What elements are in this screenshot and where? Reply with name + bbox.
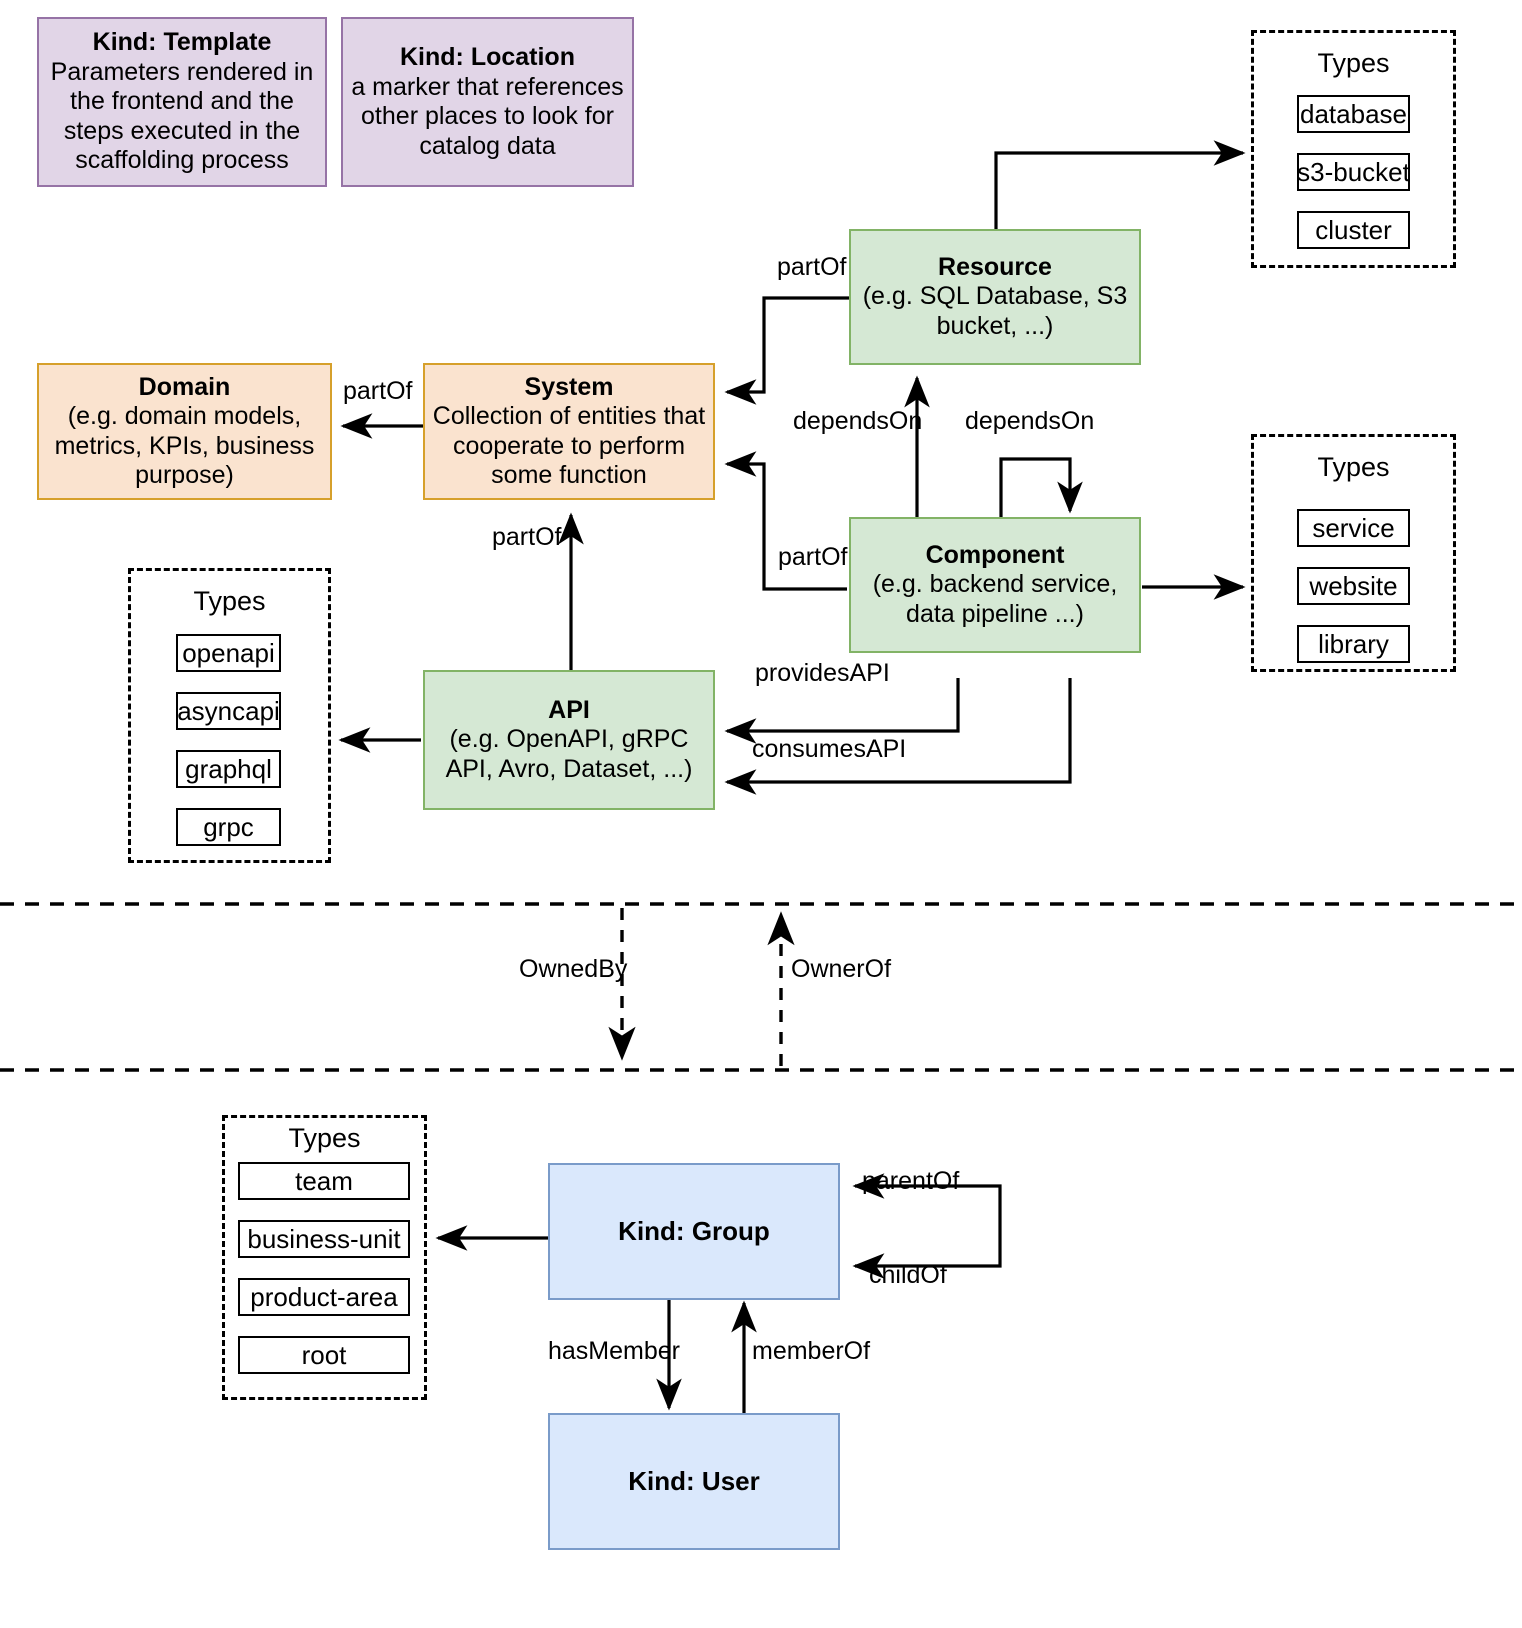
- type-chip-graphql[interactable]: graphql: [176, 750, 281, 788]
- types-container-api: [128, 568, 331, 863]
- node-description: (e.g. OpenAPI, gRPC API, Avro, Dataset, …: [445, 725, 693, 783]
- type-chip-cluster[interactable]: cluster: [1297, 211, 1410, 249]
- edge-component-consumesapi-api: [724, 678, 1072, 795]
- type-chip-team[interactable]: team: [238, 1162, 410, 1200]
- edge-label-component-dependson-component: dependsOn: [965, 407, 1095, 435]
- types-container-group: [222, 1115, 427, 1400]
- edge-resource-partof-system: [724, 296, 849, 405]
- type-chip-website[interactable]: website: [1297, 567, 1410, 605]
- node-title: Component: [925, 540, 1065, 569]
- node-description: (e.g. SQL Database, S3 bucket, ...): [862, 282, 1128, 340]
- node-title: Resource: [938, 252, 1052, 281]
- edge-component-providesapi-api: [724, 678, 960, 744]
- node-system[interactable]: System Collection of entities that coope…: [423, 363, 715, 500]
- edge-label-component-dependson-resource: dependsOn: [793, 407, 923, 435]
- node-title: Kind: User: [628, 1466, 760, 1497]
- types-caption-api: Types: [193, 586, 266, 616]
- edge-resource-to-types: [994, 140, 1246, 229]
- edge-label-component-consumesapi: consumesAPI: [752, 735, 907, 763]
- edge-label-user-memberof: memberOf: [752, 1337, 871, 1365]
- type-chip-s3-bucket[interactable]: s3-bucket: [1297, 153, 1410, 191]
- edge-label-api-partof-system: partOf: [492, 523, 562, 551]
- edge-component-dependson-component: [999, 457, 1083, 517]
- node-kind-location[interactable]: Kind: Location a marker that references …: [341, 17, 634, 187]
- node-description: (e.g. backend service, data pipeline ...…: [872, 570, 1118, 628]
- node-title: Kind: Template: [92, 28, 272, 57]
- edge-label-system-partof-domain: partOf: [343, 377, 413, 405]
- edge-group-parentof: [852, 1173, 1002, 1240]
- edge-label-ownedby: OwnedBy: [519, 955, 628, 983]
- node-title: Kind: Location: [400, 43, 575, 71]
- node-description: Parameters rendered in the frontend and …: [50, 57, 314, 175]
- node-title: Domain: [138, 372, 231, 401]
- node-kind-template[interactable]: Kind: Template Parameters rendered in th…: [37, 17, 327, 187]
- edge-component-partof-system: [724, 451, 847, 591]
- node-title: System: [524, 372, 614, 401]
- node-api[interactable]: API (e.g. OpenAPI, gRPC API, Avro, Datas…: [423, 670, 715, 810]
- node-kind-user[interactable]: Kind: User: [548, 1413, 840, 1550]
- type-chip-business-unit[interactable]: business-unit: [238, 1220, 410, 1258]
- type-chip-grpc[interactable]: grpc: [176, 808, 281, 846]
- node-description: (e.g. domain models, metrics, KPIs, busi…: [54, 402, 315, 489]
- types-caption-component: Types: [1317, 452, 1390, 482]
- node-description: Collection of entities that cooperate to…: [432, 402, 706, 489]
- node-resource[interactable]: Resource (e.g. SQL Database, S3 bucket, …: [849, 229, 1141, 365]
- types-caption-resource: Types: [1317, 48, 1390, 78]
- node-component[interactable]: Component (e.g. backend service, data pi…: [849, 517, 1141, 653]
- type-chip-product-area[interactable]: product-area: [238, 1278, 410, 1316]
- edge-label-group-childof: childOf: [869, 1261, 947, 1289]
- types-container-resource: [1251, 30, 1456, 268]
- type-chip-library[interactable]: library: [1297, 625, 1410, 663]
- node-title: API: [548, 695, 590, 724]
- edge-label-group-parentof: parentOf: [862, 1167, 960, 1195]
- edge-label-resource-partof-system: partOf: [777, 253, 847, 281]
- type-chip-root[interactable]: root: [238, 1336, 410, 1374]
- types-container-component: [1251, 434, 1456, 672]
- edge-label-component-partof-system: partOf: [778, 543, 848, 571]
- type-chip-service[interactable]: service: [1297, 509, 1410, 547]
- type-chip-openapi[interactable]: openapi: [176, 634, 281, 672]
- type-chip-asyncapi[interactable]: asyncapi: [176, 692, 281, 730]
- type-chip-database[interactable]: database: [1297, 95, 1410, 133]
- node-kind-group[interactable]: Kind: Group: [548, 1163, 840, 1300]
- node-description: a marker that references other places to…: [351, 72, 624, 160]
- types-caption-group: Types: [288, 1123, 361, 1153]
- edge-label-component-providesapi: providesAPI: [755, 659, 890, 687]
- node-domain[interactable]: Domain (e.g. domain models, metrics, KPI…: [37, 363, 332, 500]
- edge-group-childof: [852, 1240, 1002, 1279]
- edge-label-ownerof: OwnerOf: [791, 955, 892, 983]
- edge-label-group-hasmember: hasMember: [548, 1337, 680, 1365]
- node-title: Kind: Group: [618, 1216, 770, 1247]
